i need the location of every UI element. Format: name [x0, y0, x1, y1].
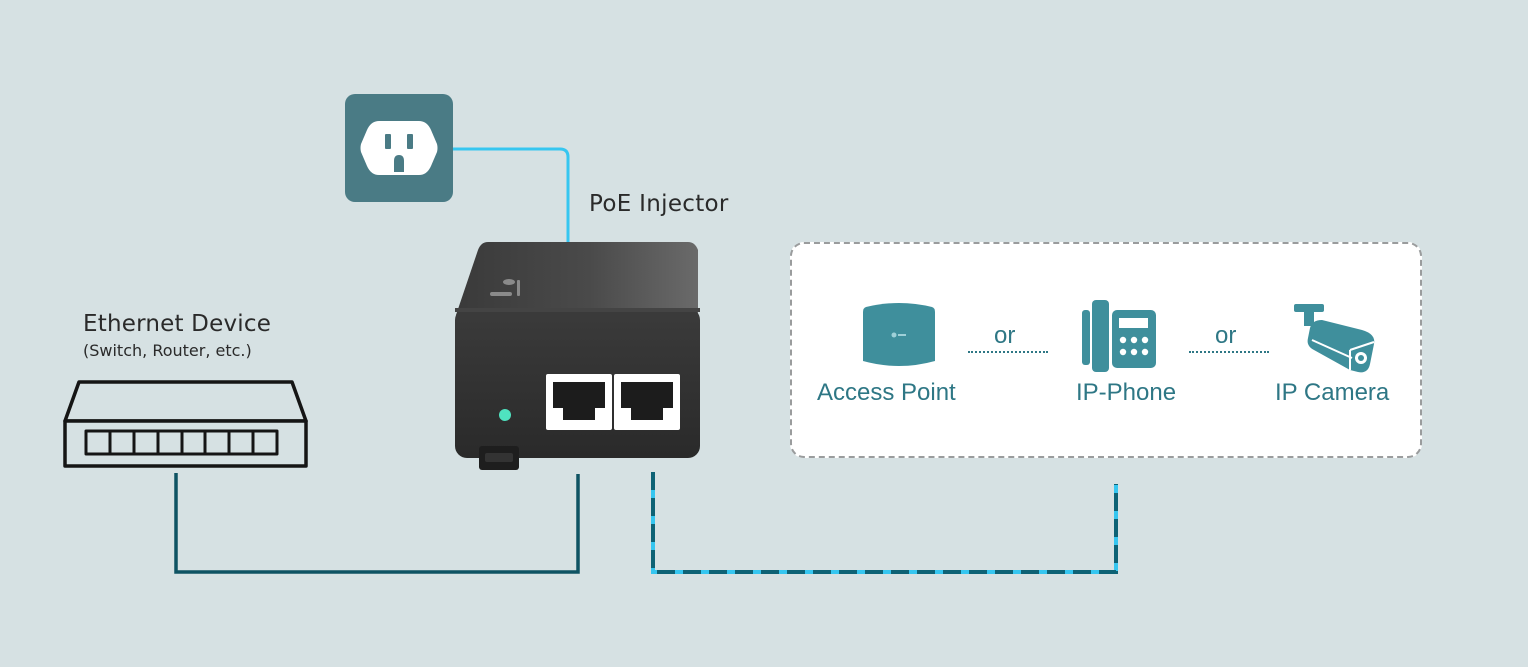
poe-cable [651, 472, 1118, 574]
ethernet-device-sublabel: (Switch, Router, etc.) [83, 341, 252, 360]
ip-camera [1292, 304, 1382, 376]
ethernet-port-in [546, 374, 612, 430]
dc-power-jack [479, 446, 519, 470]
power-outlet-icon [345, 94, 453, 202]
or-separator-2: or [1215, 322, 1237, 349]
tp-link-logo-icon [490, 279, 520, 296]
ip-phone-icon [1082, 300, 1156, 372]
power-led-icon [499, 409, 511, 421]
or-separator-1: or [994, 322, 1016, 349]
access-point [860, 301, 938, 369]
power-outlet [345, 94, 453, 202]
ethernet-device [60, 378, 310, 470]
ip-camera-icon [1294, 304, 1375, 373]
poe-injector [452, 240, 704, 476]
network-switch-icon [63, 380, 308, 468]
ip-camera-label: IP Camera [1275, 379, 1390, 406]
poe-injector-image [455, 242, 700, 470]
dotted-divider-2 [1189, 351, 1269, 353]
power-cable [452, 147, 570, 244]
ethernet-device-label: Ethernet Device [83, 311, 272, 337]
ethernet-port-out [614, 374, 680, 430]
data-cable [174, 473, 580, 574]
ip-phone-label: IP-Phone [1076, 379, 1177, 406]
access-point-label: Access Point [817, 379, 956, 406]
access-point-icon [863, 303, 935, 366]
injector-label: PoE Injector [589, 191, 729, 217]
ip-phone [1082, 300, 1158, 372]
dotted-divider-1 [968, 351, 1048, 353]
